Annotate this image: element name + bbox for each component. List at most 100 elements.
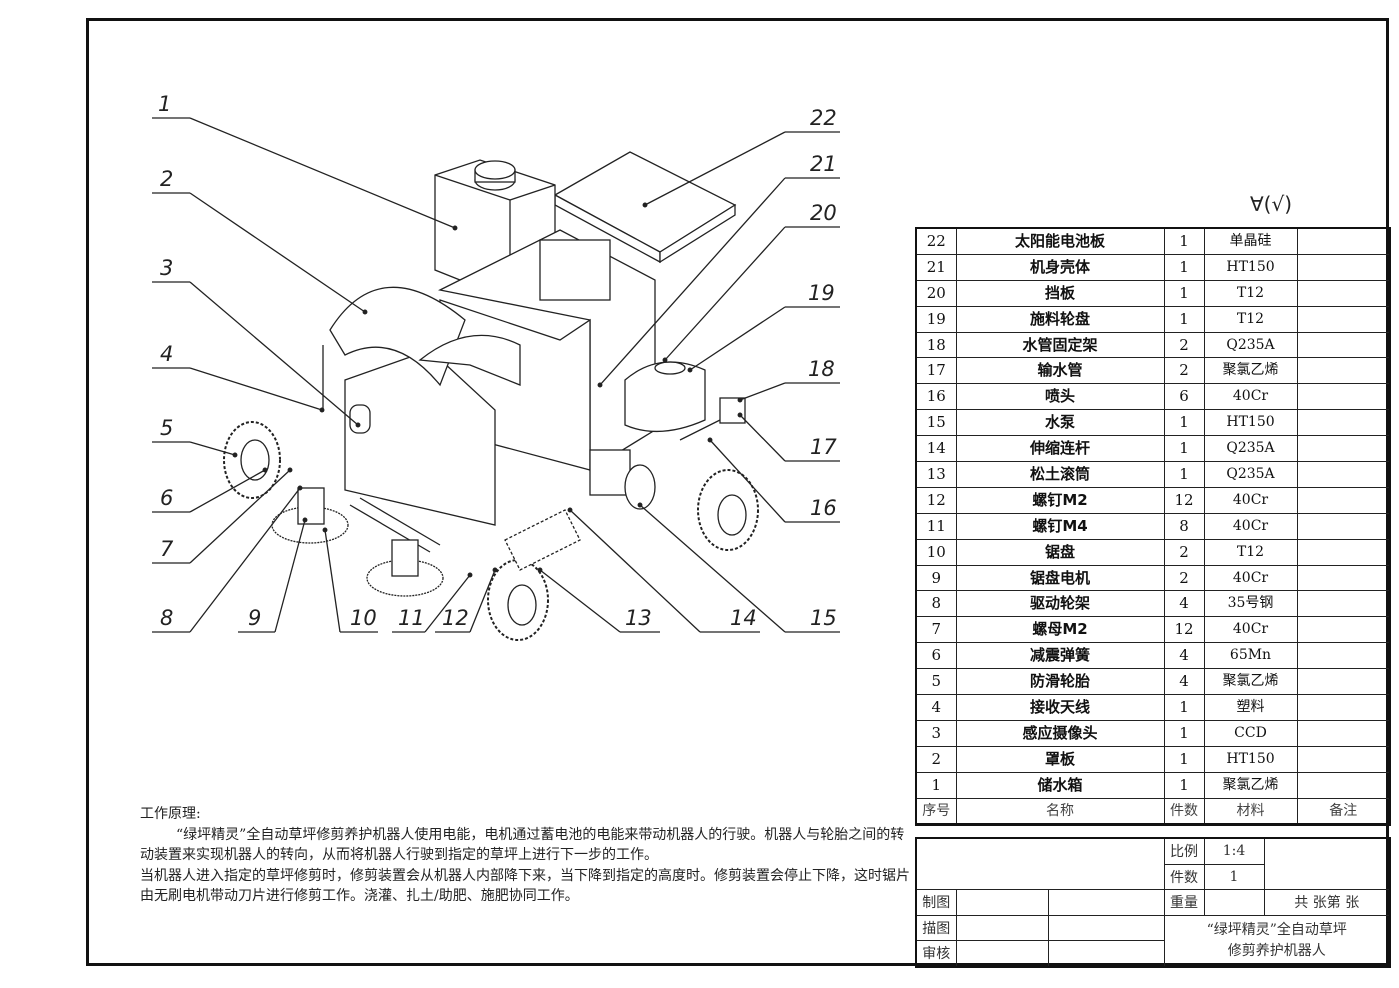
part-material: 塑料 [1203,694,1298,721]
part-note [1296,357,1391,385]
leader-dot [637,502,643,508]
part-note [1296,590,1391,618]
leader-line [424,574,471,633]
part-material: Q235A [1203,435,1298,463]
part-qty: 4 [1163,668,1205,696]
part-note [1296,564,1391,592]
wheels [223,421,759,641]
part-material: 聚氯乙烯 [1203,357,1298,385]
part-name: 螺母M2 [955,616,1165,644]
part-name: 水泵 [955,409,1165,437]
header-no: 序号 [915,797,957,827]
balloon-18: 18 [808,357,835,381]
part-note [1296,745,1391,773]
leader-dot [662,357,668,363]
leader-dot [287,467,293,473]
part-material: Q235A [1203,331,1298,359]
part-material: T12 [1203,279,1298,307]
tilling-roller [504,509,581,571]
part-qty: 1 [1163,409,1205,437]
leader-dot [232,452,238,458]
leader-dot [467,572,473,578]
header-material: 材料 [1203,797,1298,827]
part-no: 8 [915,590,957,618]
balloon-19: 19 [808,281,835,305]
part-material: T12 [1203,538,1298,566]
part-qty: 1 [1163,435,1205,463]
balloon-4: 4 [160,342,174,366]
part-name: 太阳能电池板 [955,227,1165,255]
leader-line [739,382,786,401]
part-name: 喷头 [955,383,1165,411]
part-material: 40Cr [1203,512,1298,540]
part-qty: 2 [1163,538,1205,566]
part-material: HT150 [1203,745,1298,773]
leader-line [189,469,266,513]
saw-discs [271,487,444,597]
part-qty: 4 [1163,642,1205,670]
leader-dot [597,382,603,388]
part-name: 罩板 [955,745,1165,773]
leader-dot [737,397,743,403]
part-no: 21 [915,253,957,281]
part-note [1296,719,1391,747]
weight-label: 重量 [1163,889,1205,916]
leader-line [664,226,786,361]
part-no: 2 [915,745,957,773]
part-no: 1 [915,771,957,799]
drawing-title: “绿坪精灵”全自动草坪 修剪养护机器人 [1163,914,1391,967]
part-note [1296,512,1391,540]
part-qty: 4 [1163,590,1205,618]
leader-line [189,117,456,229]
part-no: 4 [915,694,957,721]
part-no: 10 [915,538,957,566]
part-no: 11 [915,512,957,540]
scale-label: 比例 [1163,837,1205,865]
balloon-3: 3 [160,256,174,280]
leader-dot [567,507,573,513]
drawing-title-line2: 修剪养护机器人 [1227,942,1326,959]
part-material: Q235A [1203,461,1298,488]
part-no: 17 [915,357,957,385]
part-name: 防滑轮胎 [955,668,1165,696]
balloon-1: 1 [158,92,172,116]
part-qty: 2 [1163,357,1205,385]
part-note [1296,642,1391,670]
part-name: 减震弹簧 [955,642,1165,670]
part-note [1296,538,1391,566]
leader-line [189,441,236,456]
leader-line [189,192,366,313]
part-material: HT150 [1203,253,1298,281]
part-no: 16 [915,383,957,411]
part-material: 65Mn [1203,642,1298,670]
part-note [1296,331,1391,359]
balloon-7: 7 [160,537,174,561]
balloon-10: 10 [350,606,377,630]
leader-line [189,469,291,564]
working-principle-notes: 工作原理: “绿坪精灵”全自动草坪修剪养护机器人使用电能，电机通过蓄电池的电能来… [140,804,910,907]
leader-line [709,439,786,523]
part-qty: 1 [1163,771,1205,799]
balloon-13: 13 [625,606,652,630]
leader-line [569,509,701,633]
part-no: 20 [915,279,957,307]
part-qty: 1 [1163,694,1205,721]
part-note [1296,253,1391,281]
checked-label: 审核 [915,940,957,967]
part-material: 单晶硅 [1203,227,1298,255]
part-qty: 1 [1163,745,1205,773]
leader-dot [707,437,713,443]
leader-dot [452,225,458,231]
part-name: 输水管 [955,357,1165,385]
leader-dot [642,202,648,208]
header-name: 名称 [955,797,1165,827]
